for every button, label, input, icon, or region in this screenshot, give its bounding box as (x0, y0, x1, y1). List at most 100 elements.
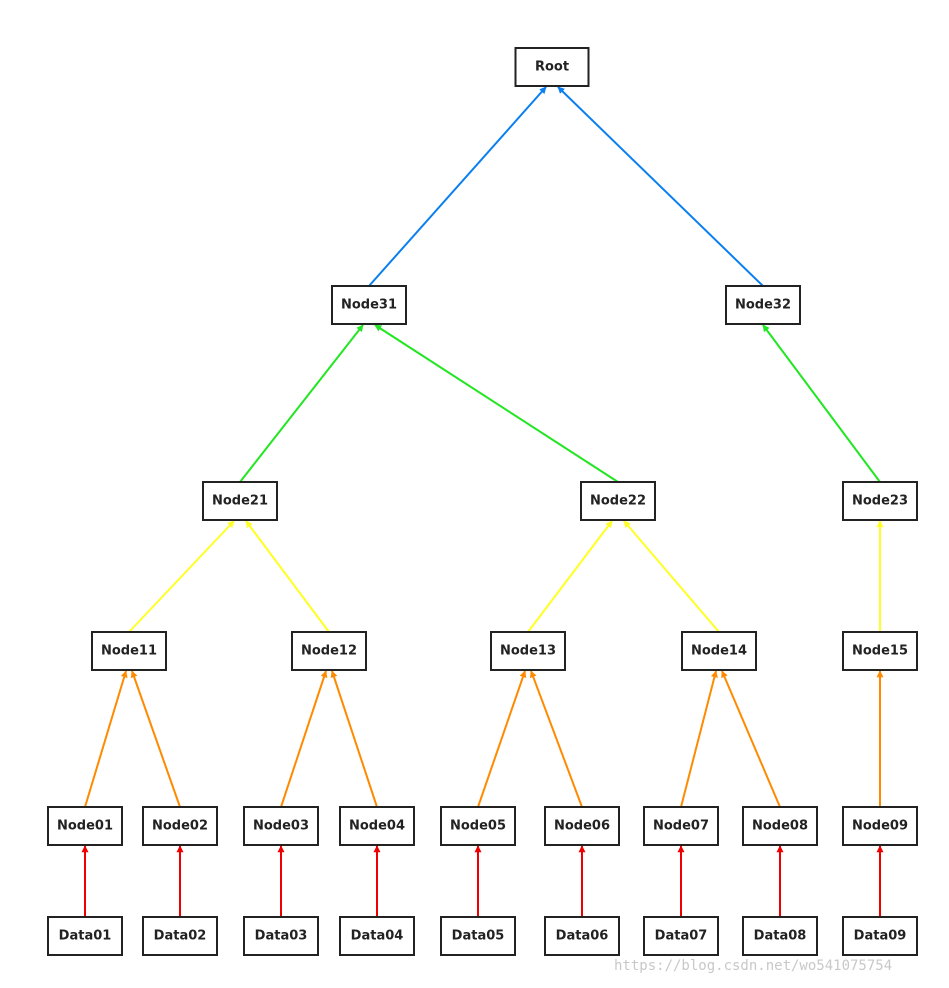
node-box (243, 916, 319, 956)
node-label: Node23 (852, 494, 908, 509)
edge-n31-to-root (368, 86, 547, 287)
node-box (331, 285, 407, 325)
edge-n07-to-n14 (680, 670, 718, 808)
tree-node-n08: Node08 (742, 806, 818, 846)
edge-n03-to-n12 (280, 670, 328, 808)
edge-n06-to-n13 (529, 670, 583, 808)
edge-n08-to-n14 (721, 670, 781, 808)
node-label: Data03 (255, 929, 308, 944)
tree-node-d04: Data04 (339, 916, 415, 956)
node-box (91, 631, 167, 671)
edge-n04-to-n12 (330, 670, 378, 808)
node-label: Node11 (101, 644, 157, 659)
node-label: Node05 (450, 819, 506, 834)
tree-node-n22: Node22 (580, 481, 656, 521)
node-box (514, 47, 590, 87)
node-box (643, 806, 719, 846)
node-box (842, 481, 918, 521)
node-label: Node06 (554, 819, 610, 834)
edge-n13-to-n22 (527, 520, 613, 633)
edge-n02-to-n11 (130, 670, 181, 808)
tree-node-n04: Node04 (339, 806, 415, 846)
node-box (339, 806, 415, 846)
node-box (440, 916, 516, 956)
node-label: Node03 (253, 819, 309, 834)
node-label: Node12 (301, 644, 357, 659)
node-label: Node04 (349, 819, 405, 834)
node-label: Data05 (452, 929, 505, 944)
node-box (643, 916, 719, 956)
edge-n01-to-n11 (84, 670, 128, 808)
tree-node-d08: Data08 (742, 916, 818, 956)
tree-node-n07: Node07 (643, 806, 719, 846)
tree-node-n02: Node02 (142, 806, 218, 846)
node-label: Node02 (152, 819, 208, 834)
tree-node-n23: Node23 (842, 481, 918, 521)
node-box (681, 631, 757, 671)
node-label: Node13 (500, 644, 556, 659)
tree-node-n05: Node05 (440, 806, 516, 846)
tree-node-n01: Node01 (47, 806, 123, 846)
tree-node-d09: Data09 (842, 916, 918, 956)
edge-n12-to-n21 (245, 520, 330, 633)
node-label: Node15 (852, 644, 908, 659)
edge-n21-to-n31 (239, 324, 364, 483)
node-box (580, 481, 656, 521)
watermark-text: https://blog.csdn.net/wo541075754 (614, 958, 893, 974)
node-label: Data02 (154, 929, 207, 944)
node-box (742, 806, 818, 846)
node-label: Node14 (691, 644, 747, 659)
node-label: Node01 (57, 819, 113, 834)
tree-node-n31: Node31 (331, 285, 407, 325)
node-box (842, 916, 918, 956)
edge-n14-to-n22 (623, 520, 720, 633)
tree-node-n09: Node09 (842, 806, 918, 846)
node-label: Node31 (341, 298, 397, 313)
tree-node-n13: Node13 (490, 631, 566, 671)
node-label: Node32 (735, 298, 791, 313)
tree-node-n32: Node32 (725, 285, 801, 325)
tree-node-n12: Node12 (291, 631, 367, 671)
node-box (742, 916, 818, 956)
node-label: Node21 (212, 494, 268, 509)
tree-node-d03: Data03 (243, 916, 319, 956)
edge-n32-to-root (557, 86, 764, 287)
tree-node-d06: Data06 (544, 916, 620, 956)
tree-node-d02: Data02 (142, 916, 218, 956)
node-box (440, 806, 516, 846)
node-box (47, 806, 123, 846)
node-label: Data09 (854, 929, 907, 944)
node-box (339, 916, 415, 956)
tree-node-n03: Node03 (243, 806, 319, 846)
node-box (142, 916, 218, 956)
edge-n05-to-n13 (477, 670, 527, 808)
tree-node-d05: Data05 (440, 916, 516, 956)
node-label: Node22 (590, 494, 646, 509)
node-label: Node09 (852, 819, 908, 834)
tree-node-root: Root (514, 47, 590, 87)
tree-node-d01: Data01 (47, 916, 123, 956)
node-label: Node07 (653, 819, 709, 834)
node-label: Data08 (754, 929, 807, 944)
node-label: Data06 (556, 929, 609, 944)
node-box (142, 806, 218, 846)
node-box (202, 481, 278, 521)
tree-node-n15: Node15 (842, 631, 918, 671)
edges-layer (81, 86, 884, 917)
node-box (842, 806, 918, 846)
edge-n23-to-n32 (762, 324, 881, 483)
tree-node-n14: Node14 (681, 631, 757, 671)
node-box (243, 806, 319, 846)
node-box (544, 916, 620, 956)
node-box (544, 806, 620, 846)
node-box (725, 285, 801, 325)
node-box (842, 631, 918, 671)
edge-n22-to-n31 (374, 324, 619, 483)
tree-node-n06: Node06 (544, 806, 620, 846)
tree-node-n21: Node21 (202, 481, 278, 521)
node-box (490, 631, 566, 671)
edge-n11-to-n21 (128, 520, 235, 633)
node-label: Node08 (752, 819, 808, 834)
